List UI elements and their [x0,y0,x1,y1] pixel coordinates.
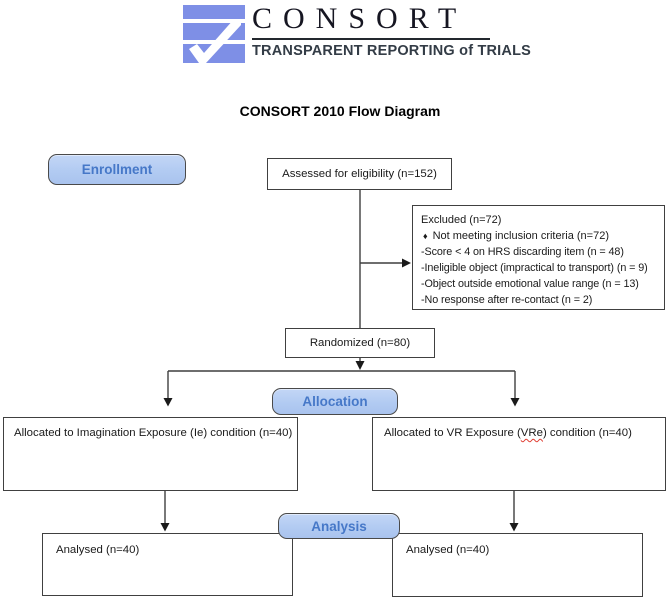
excluded-reason: -Object outside emotional value range (n… [421,278,639,290]
spellcheck-underlined-word: VRe [520,427,543,439]
stage-allocation-label: Allocation [302,394,368,409]
node-allocated-vr-exposure: Allocated to VR Exposure (VRe) condition… [372,417,666,491]
assessed-label: Assessed for eligibility (n=152) [282,168,437,180]
stage-analysis-label: Analysis [311,518,367,534]
excluded-reason: -Score < 4 on HRS discarding item (n = 4… [421,246,624,258]
analysed-vre-label: Analysed (n=40) [406,544,490,556]
randomized-label: Randomized (n=80) [309,337,411,349]
diamond-bullet-icon: ♦ [423,231,428,241]
analysed-ie-label: Analysed (n=40) [56,544,140,556]
logo-divider-rule [252,38,490,40]
stage-enrollment-pill: Enrollment [48,154,186,185]
node-excluded: Excluded (n=72) ♦ Not meeting inclusion c… [412,205,665,310]
node-assessed-for-eligibility: Assessed for eligibility (n=152) [267,158,452,190]
excluded-bullet-text: Not meeting inclusion criteria (n=72) [432,230,609,242]
consort-logo-icon [183,5,245,63]
excluded-title: Excluded (n=72) [421,214,502,226]
excluded-reason: -Ineligible object (impractical to trans… [421,262,648,274]
stage-allocation-pill: Allocation [272,388,398,415]
allocated-ie-label: Allocated to Imagination Exposure (Ie) c… [14,427,293,439]
allocated-vre-label: Allocated to VR Exposure (VRe) condition… [384,427,632,439]
stage-enrollment-label: Enrollment [81,162,153,177]
node-randomized: Randomized (n=80) [285,328,435,358]
excluded-bullet-line: ♦ Not meeting inclusion criteria (n=72) [421,228,657,244]
node-analysed-imagination-exposure: Analysed (n=40) [42,533,293,596]
node-analysed-vr-exposure: Analysed (n=40) [392,533,643,597]
consort-tagline: TRANSPARENT REPORTING of TRIALS [252,43,532,59]
node-allocated-imagination-exposure: Allocated to Imagination Exposure (Ie) c… [3,417,298,491]
excluded-reason: -No response after re-contact (n = 2) [421,294,593,306]
page-title: CONSORT 2010 Flow Diagram [239,103,441,119]
consort-wordmark: CONSORT [252,2,468,35]
stage-analysis-pill: Analysis [278,513,400,539]
